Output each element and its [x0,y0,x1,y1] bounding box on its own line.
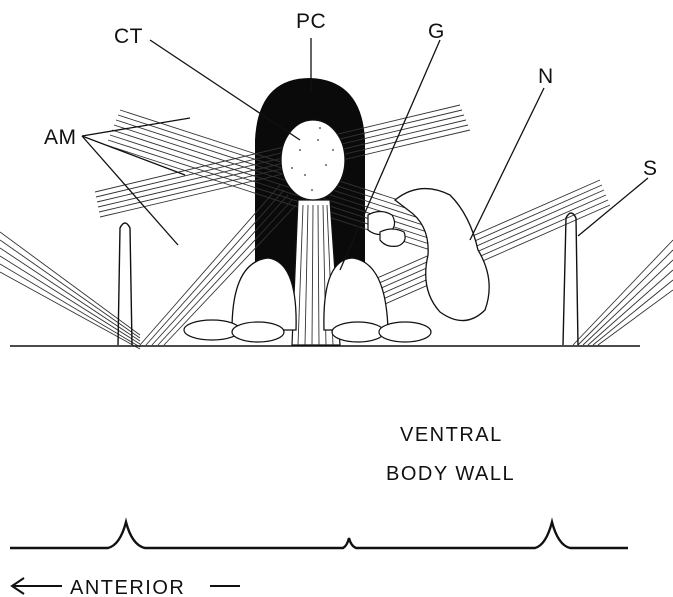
muscle-band-right-fan [573,240,673,345]
label-ct: CT [114,25,143,48]
septum-right [563,213,578,345]
leader-am-2 [82,136,185,175]
label-n: N [538,65,554,88]
connective-tissue [281,120,345,200]
septum-left [118,223,132,345]
body-wall-label-line1: VENTRAL [400,424,503,446]
ganglion-right [324,258,431,342]
anterior-label: ANTERIOR [70,577,185,597]
label-pc: PC [296,10,326,33]
label-g: G [428,20,445,43]
body-wall-profile [10,522,628,548]
label-am: AM [44,126,77,149]
body-wall-label-line2: BODY WALL [386,463,515,485]
leader-n [470,88,544,240]
label-s: S [643,157,658,180]
ganglion-left [184,258,296,342]
nephridium [368,189,489,321]
leader-s [578,178,648,236]
